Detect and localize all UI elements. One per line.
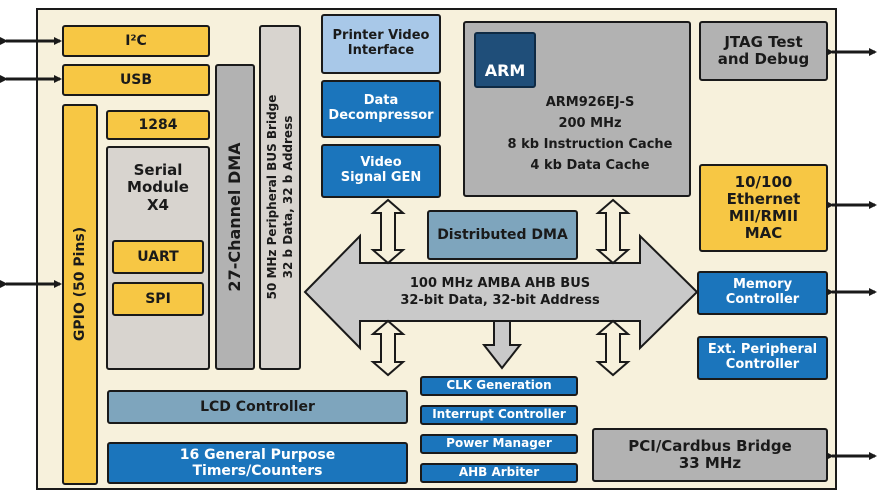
distributed-dma-block: Distributed DMA [427,210,578,260]
decomp-label-line2: Decompressor [328,108,434,123]
jtag-label-line2: and Debug [717,50,810,68]
clk-generation-block: CLK Generation [420,376,578,396]
ethernet-label-line3: MII/RMII [728,207,799,225]
cpu-specs: ARM926EJ-S 200 MHz 8 kb Instruction Cach… [500,92,680,176]
spi-block: SPI [112,282,204,316]
port-1284-block: 1284 [106,110,210,140]
peripheral-bus-bridge-block [259,25,301,370]
cpu-label-dcache: 4 kb Data Cache [530,158,650,173]
uart-block: UART [112,240,204,274]
memory-label-line2: Controller [725,292,800,307]
pci-label-line2: 33 MHz [678,454,742,472]
ahb-arbiter-block: AHB Arbiter [420,463,578,483]
dma-27ch-block [215,64,255,370]
serial-label-line1: Serial [133,161,183,179]
video-bus-arrow [370,198,406,265]
ahb-bus-label-line1: 100 MHz AMBA AHB BUS [409,276,591,291]
ethernet-label-line1: 10/100 [734,172,793,191]
gpio-label: GPIO (50 Pins) [72,226,88,342]
gpio-block [62,104,98,485]
ethernet-mac-block: 10/100 Ethernet MII/RMII MAC [699,164,828,252]
cpu-bus-arrow [595,198,631,265]
i2c-block: I²C [62,25,210,57]
jtag-label-line1: JTAG Test [724,32,803,51]
lower-right-bus-arrow [595,319,631,377]
printer-label-line1: Printer Video [332,28,430,44]
cpu-label-icache: 8 kb Instruction Cache [507,137,673,152]
serial-label-line3: X4 [146,195,169,214]
decomp-label-line1: Data [363,93,399,109]
extp-label-line1: Ext. Peripheral [707,342,818,358]
arm-logo: ARM [474,32,536,88]
extp-label-line2: Controller [725,357,800,372]
usb-block: USB [62,64,210,96]
lower-left-bus-arrow [370,319,406,377]
ethernet-label-line2: Ethernet [726,189,801,208]
bridge-label-line2: 32 b Data, 32 b Address [281,115,295,279]
printer-label-line2: Interface [347,43,415,58]
pci-label-line1: PCI/Cardbus Bridge [628,436,792,455]
power-manager-block: Power Manager [420,434,578,454]
cpu-label-core: ARM926EJ-S [545,95,635,110]
timers-label-line1: 16 General Purpose [179,446,336,463]
cpu-label-clock: 200 MHz [558,116,622,131]
lcd-controller-block: LCD Controller [107,390,408,424]
interrupt-controller-block: Interrupt Controller [420,405,578,425]
memory-label-line1: Memory [732,277,793,293]
bridge-label-line1: 50 MHz Peripheral BUS Bridge [265,94,279,300]
center-down-arrow [481,320,523,370]
serial-label-line2: Module [127,178,189,197]
ethernet-label-line4: MAC [744,224,783,243]
timers-label-line2: Timers/Counters [192,463,323,479]
serial-module-label: Serial Module X4 [127,161,189,214]
video-label-line2: Signal GEN [340,170,422,185]
ahb-bus-label: 100 MHz AMBA AHB BUS 32-bit Data, 32-bit… [380,275,620,309]
ahb-bus-label-line2: 32-bit Data, 32-bit Address [400,293,600,308]
dma-27ch-label: 27-Channel DMA [225,142,244,292]
video-label-line1: Video [360,155,402,171]
